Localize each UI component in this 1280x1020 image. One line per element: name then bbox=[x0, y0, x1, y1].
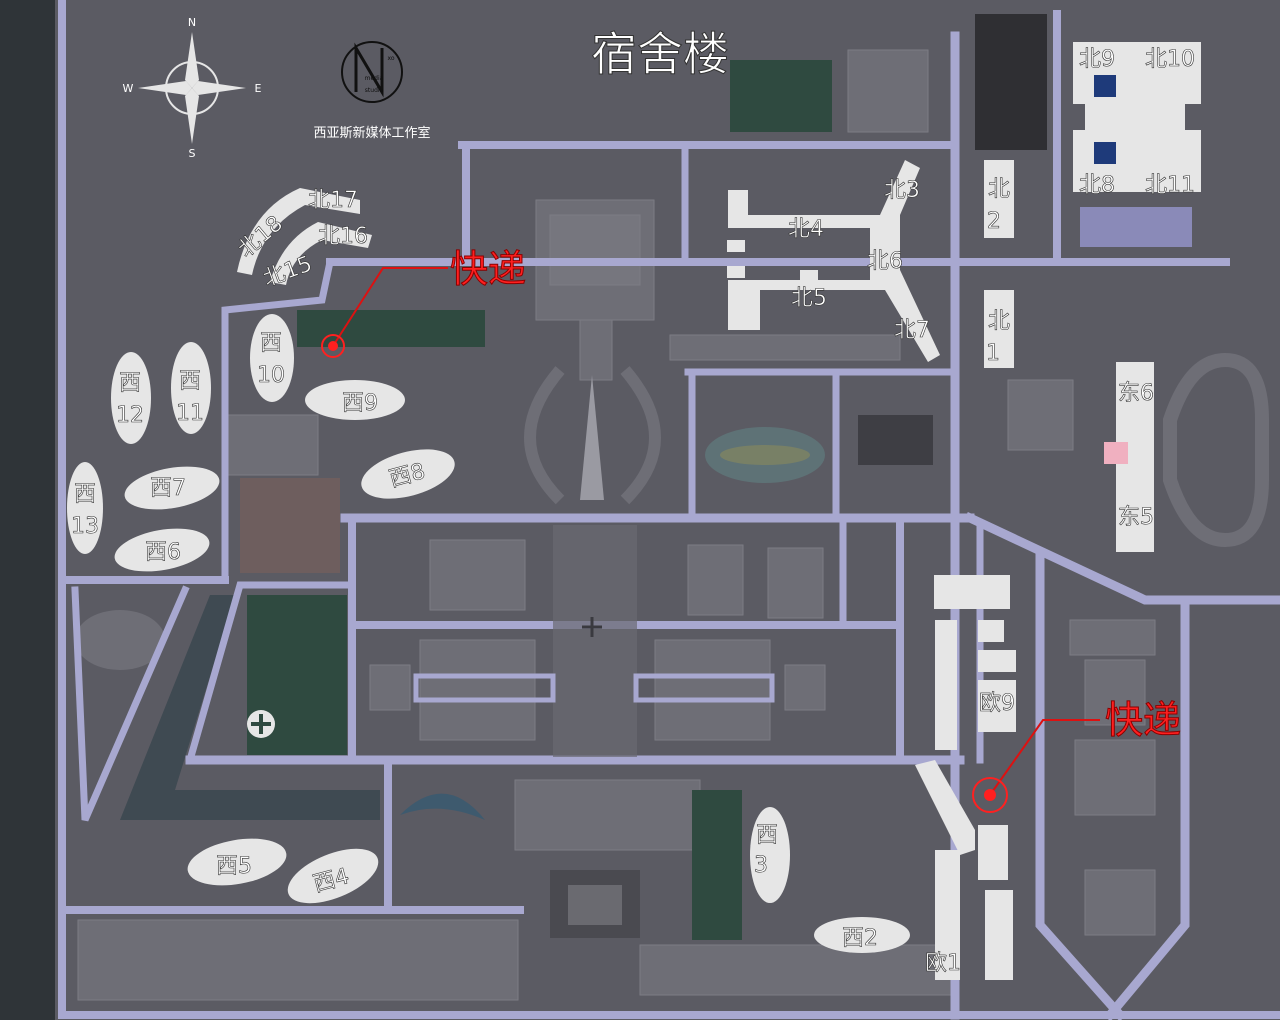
express-marker-east[interactable]: 快递 bbox=[972, 698, 1182, 813]
label-north-11: 北11 bbox=[1145, 173, 1195, 198]
field-cross-bars bbox=[251, 714, 271, 734]
label-north-1-b: 1 bbox=[986, 341, 1000, 366]
parking-block bbox=[240, 478, 340, 573]
center-walkway-right bbox=[633, 673, 775, 703]
europe-dorm-buildings bbox=[915, 575, 1016, 980]
label-north-17: 北17 bbox=[308, 188, 358, 213]
central-arc-right bbox=[620, 366, 661, 505]
north-dorm-notch-2 bbox=[727, 266, 745, 278]
express-label-east: 快递 bbox=[1105, 698, 1181, 742]
building-labels: 北9 北10 北8 北11 北3 北4 北6 北5 北7 北17 北18 北16… bbox=[71, 47, 1196, 977]
label-west-11-b: 11 bbox=[176, 401, 204, 426]
studio-logo: xo media studio bbox=[341, 41, 403, 103]
studio-logo-studio: studio bbox=[365, 87, 384, 94]
map-title: 宿舍楼 bbox=[591, 27, 729, 81]
north-dorm-2-building bbox=[984, 160, 1014, 238]
studio-logo-xo: xo bbox=[387, 55, 394, 62]
compass-south: S bbox=[189, 147, 196, 160]
label-west-9: 西9 bbox=[342, 391, 378, 416]
label-north-2-b: 2 bbox=[987, 209, 1001, 234]
green-fields bbox=[247, 60, 832, 940]
west-dorm-buildings bbox=[67, 314, 910, 953]
label-east-5: 东5 bbox=[1118, 505, 1154, 530]
compass-east: E bbox=[255, 82, 262, 95]
label-north-10: 北10 bbox=[1145, 47, 1195, 72]
express-label-north: 快递 bbox=[450, 247, 526, 291]
north-dorm-notch-1 bbox=[727, 240, 745, 252]
north-curve-dorm-outer bbox=[237, 188, 360, 275]
central-spire bbox=[580, 375, 604, 500]
label-west-5: 西5 bbox=[216, 854, 252, 879]
southwest-shade bbox=[120, 595, 380, 820]
lake-yellow bbox=[720, 445, 810, 465]
label-north-2-a: 北 bbox=[988, 177, 1010, 202]
stadium bbox=[1163, 352, 1269, 548]
left-edge-strip bbox=[0, 0, 55, 1020]
label-north-1-a: 北 bbox=[988, 309, 1010, 334]
label-north-6: 北6 bbox=[867, 249, 903, 274]
compass-icon: N S W E bbox=[123, 16, 262, 160]
pond bbox=[400, 793, 485, 820]
south-pyramid-inner bbox=[568, 885, 622, 925]
north-dorm-window-bottom bbox=[1094, 142, 1116, 164]
label-north-3: 北3 bbox=[884, 178, 920, 203]
label-north-4: 北4 bbox=[788, 217, 824, 242]
label-north-5: 北5 bbox=[791, 286, 827, 311]
express-marker-north[interactable]: 快递 bbox=[321, 247, 527, 358]
north-dorm-notch-3 bbox=[800, 270, 818, 282]
southwest-building bbox=[75, 610, 165, 670]
background-buildings bbox=[77, 49, 1156, 1001]
north-curve-dorm-inner bbox=[270, 222, 372, 285]
north-dark-hall bbox=[975, 14, 1047, 150]
studio-logo-media: media bbox=[365, 75, 384, 82]
east-dorm-marker bbox=[1104, 442, 1128, 464]
center-walkway-left bbox=[413, 673, 556, 703]
north-dorm-complex bbox=[1073, 42, 1201, 192]
north-dorm-1-building bbox=[984, 290, 1014, 368]
label-west-2: 西2 bbox=[842, 926, 878, 951]
label-west-10-b: 10 bbox=[257, 363, 285, 388]
north-dorm-window-top bbox=[1094, 75, 1116, 97]
label-north-16: 北16 bbox=[318, 224, 368, 249]
studio-name: 西亚斯新媒体工作室 bbox=[313, 125, 430, 141]
label-west-7: 西7 bbox=[150, 476, 186, 501]
central-cross-icon bbox=[582, 617, 602, 637]
label-west-11-a: 西 bbox=[179, 369, 201, 394]
label-europe-9: 欧9 bbox=[979, 691, 1015, 716]
north-dorm-h-building bbox=[728, 160, 940, 362]
east-field bbox=[1080, 207, 1192, 247]
label-north-8: 北8 bbox=[1079, 173, 1115, 198]
label-west-3-a: 西 bbox=[756, 823, 778, 848]
central-arc-left bbox=[524, 366, 565, 505]
label-west-12-b: 12 bbox=[116, 403, 144, 428]
central-axis bbox=[553, 525, 637, 757]
label-west-12-a: 西 bbox=[119, 371, 141, 396]
label-west-13-a: 西 bbox=[74, 482, 96, 507]
label-west-13-b: 13 bbox=[71, 514, 99, 539]
label-north-9: 北9 bbox=[1079, 47, 1115, 72]
label-west-3-b: 3 bbox=[754, 853, 768, 878]
label-west-6: 西6 bbox=[145, 540, 181, 565]
compass-north: N bbox=[188, 16, 196, 29]
label-europe-1: 欧1 bbox=[925, 951, 961, 976]
gym-block bbox=[858, 415, 933, 465]
roads bbox=[58, 0, 1280, 1020]
label-north-7: 北7 bbox=[894, 318, 930, 343]
label-west-10-a: 西 bbox=[260, 331, 282, 356]
label-east-6: 东6 bbox=[1118, 381, 1154, 406]
compass-west: W bbox=[123, 82, 134, 95]
